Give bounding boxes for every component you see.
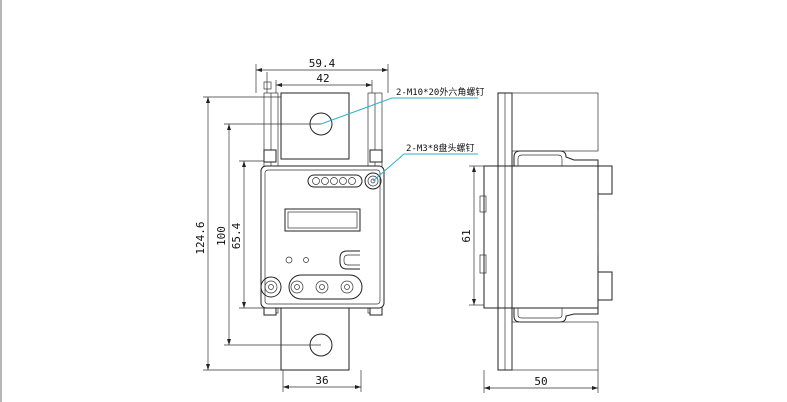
m3-screw-top-inner <box>367 175 379 187</box>
dim-body-height: 65.4 <box>230 222 243 249</box>
front-view: 59.4 42 124.6 100 65.4 36 <box>194 57 484 392</box>
side-busbar-bottom <box>511 321 599 371</box>
arrowhead <box>472 166 476 172</box>
leader-hex-screw <box>320 97 478 125</box>
bottom-busbar <box>280 304 350 371</box>
clip-top-left <box>263 149 277 163</box>
bottom-clip <box>513 308 599 323</box>
terminal-pin <box>330 177 338 185</box>
side-front-tab <box>479 254 487 274</box>
terminal-pin <box>312 177 320 185</box>
bottom-terminal-strip <box>288 274 363 300</box>
arrowhead <box>484 386 490 390</box>
label-slot-inner <box>343 254 360 266</box>
top-clip-inner <box>517 154 563 166</box>
leader-pan-screw <box>372 153 478 182</box>
side-right-tab <box>597 165 613 195</box>
callout-pan-screw: 2-M3*8盘头螺钉 <box>406 142 475 154</box>
terminal-pin <box>348 177 356 185</box>
m3-screw-bottom-core <box>268 284 274 290</box>
m3-screw-top <box>364 172 382 190</box>
arrowhead <box>592 386 598 390</box>
m3-screw-bottom-inner <box>264 280 278 294</box>
side-front-tab <box>479 195 487 213</box>
led-indicator <box>303 257 309 263</box>
arrowhead <box>242 302 246 308</box>
dim-overall-height: 124.6 <box>194 221 207 254</box>
bottom-terminal-core <box>319 284 325 290</box>
arrowhead <box>355 385 361 389</box>
led-indicator <box>285 256 293 264</box>
dim-bottom-width: 36 <box>315 374 328 387</box>
arrowhead <box>382 68 388 72</box>
arrowhead <box>472 299 476 305</box>
dim-overall-width: 59.4 <box>309 57 336 70</box>
display-window-inner <box>287 211 358 229</box>
terminal-pin <box>339 177 347 185</box>
top-clip <box>513 150 599 166</box>
bottom-terminal <box>315 280 329 294</box>
arrowhead <box>366 83 372 87</box>
arrowhead <box>227 339 231 345</box>
meter-body <box>260 165 385 309</box>
dim-hole-spacing: 100 <box>215 226 228 246</box>
clip-top-right <box>369 149 383 163</box>
arrowhead <box>206 97 210 103</box>
side-view: 61 50 <box>460 92 613 393</box>
arrowhead <box>206 364 210 370</box>
bottom-clip-inner <box>517 308 563 319</box>
bottom-terminal-core <box>294 284 300 290</box>
side-busbar-top <box>511 92 599 152</box>
meter-body-inner <box>264 169 381 305</box>
arrowhead <box>242 161 246 167</box>
arrowhead <box>227 124 231 130</box>
reference-marker <box>263 81 272 90</box>
arrowhead <box>283 385 289 389</box>
side-right-tab <box>597 271 613 301</box>
m3-screw-top-core <box>370 178 376 184</box>
dim-inner-width: 42 <box>316 72 329 85</box>
side-body <box>511 165 599 309</box>
bottom-terminal-core <box>344 284 350 290</box>
top-busbar <box>280 92 350 160</box>
m3-screw-bottom <box>260 276 282 298</box>
dim-side-height: 61 <box>460 229 473 242</box>
label-slot <box>339 250 360 270</box>
bottom-terminal <box>290 280 304 294</box>
arrowhead <box>256 68 262 72</box>
display-window <box>284 208 361 232</box>
callout-hex-screw: 2-M10*20外六角螺钉 <box>396 86 484 98</box>
bottom-terminal <box>340 280 354 294</box>
terminal-pin <box>321 177 329 185</box>
top-terminal-strip <box>307 174 363 188</box>
dim-side-depth: 50 <box>534 375 547 388</box>
arrowhead <box>276 83 282 87</box>
